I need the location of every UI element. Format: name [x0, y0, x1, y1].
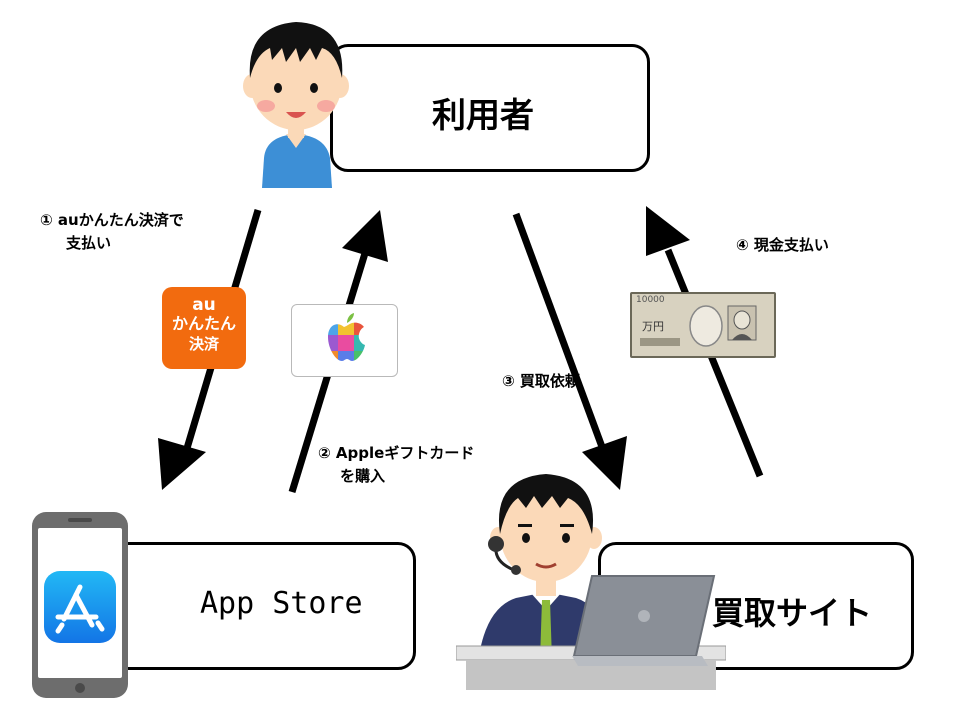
- banknote-value: 10000: [636, 295, 665, 305]
- app-store-box: [110, 542, 416, 670]
- au-badge-line2: かんたん: [171, 314, 236, 333]
- step2-label-line1: ② Appleギフトカード: [318, 444, 475, 462]
- yen-banknote: 10000 万円: [630, 292, 776, 358]
- banknote-text: 万円: [642, 320, 664, 333]
- laptop-icon: [572, 575, 716, 666]
- step3-label: ③ 買取依頼: [502, 372, 580, 390]
- kaitori-label: 買取サイト: [712, 594, 873, 632]
- user-box: [330, 44, 650, 172]
- au-badge-line1: au: [192, 295, 216, 315]
- arrow-cash: [646, 206, 764, 478]
- person-icon: [243, 22, 349, 188]
- apple-gift-card: [291, 304, 398, 377]
- app-store-label: App Store: [200, 586, 363, 621]
- step4-label: ④ 現金支払い: [736, 236, 829, 254]
- app-store-icon: [44, 571, 116, 643]
- step1-label-line1: ① auかんたん決済で: [40, 211, 184, 229]
- arrow-request: [512, 212, 627, 490]
- au-badge-line3: 決済: [188, 335, 219, 353]
- apple-gift-card-icon: [328, 313, 365, 361]
- user-label: 利用者: [432, 96, 534, 136]
- step2-label-line2: を購入: [340, 467, 386, 485]
- yen-banknote-icon: [640, 305, 757, 347]
- step1-label-line2: 支払い: [66, 234, 112, 252]
- au-payment-badge: au かんたん 決済: [162, 287, 246, 369]
